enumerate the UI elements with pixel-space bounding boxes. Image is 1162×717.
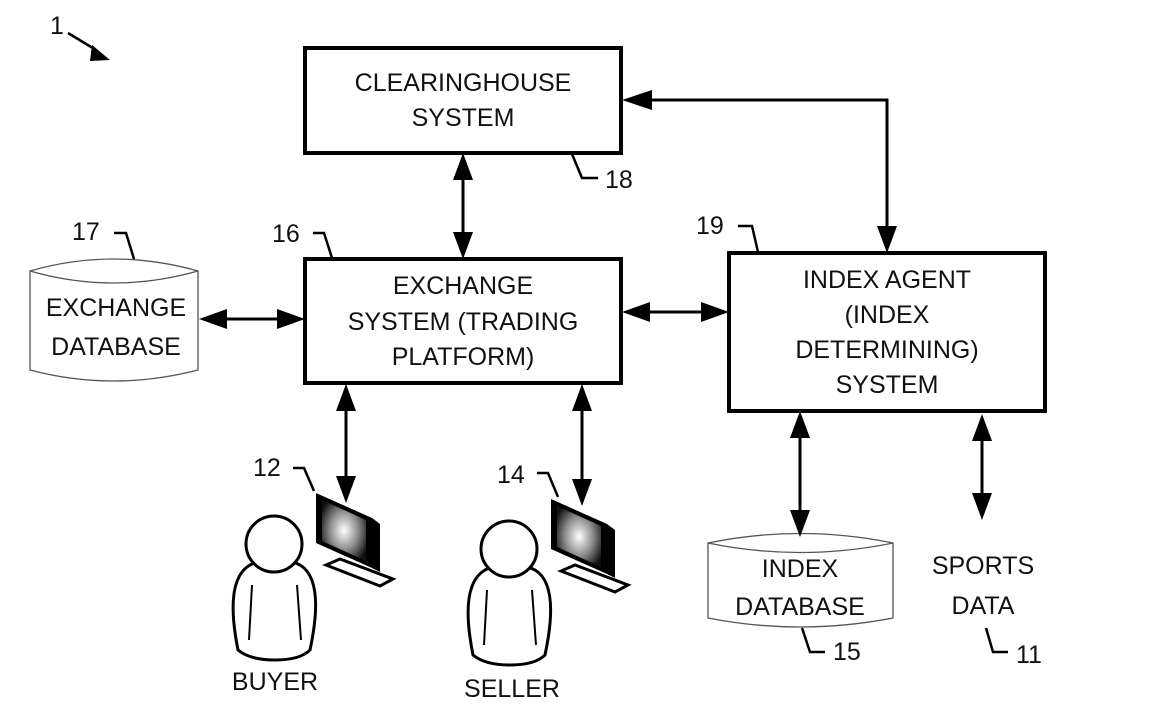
buyer-terminal-ref-leader	[293, 466, 316, 492]
exchange-system-label-line2: SYSTEM (TRADING	[348, 308, 579, 336]
buyer-label: BUYER	[232, 668, 318, 696]
sports-data-label-line1: SPORTS	[932, 552, 1034, 580]
index-database-top-curve	[707, 542, 894, 554]
exchange-system-label-line1: EXCHANGE	[393, 272, 533, 300]
arrow-exchange-index-agent	[622, 302, 729, 322]
exchange-database-ref: 17	[72, 218, 100, 246]
index-agent-label-line4: SYSTEM	[836, 371, 939, 399]
index-agent-label-line3: DETERMINING)	[795, 336, 978, 364]
clearinghouse-system-node: CLEARINGHOUSE SYSTEM	[303, 46, 623, 155]
figure-ref-arrowhead	[90, 45, 110, 61]
exchange-system-ref-leader	[313, 231, 334, 259]
arrow-exchange-database-exchange	[199, 309, 305, 329]
index-agent-ref-leader	[738, 224, 760, 253]
exchange-database-label-line2: DATABASE	[51, 333, 181, 361]
sports-data-label-line2: DATA	[952, 592, 1015, 620]
index-agent-label-line1: INDEX AGENT	[803, 266, 971, 294]
clearinghouse-box	[303, 46, 623, 155]
index-database-node: INDEX DATABASE	[707, 532, 894, 628]
arrow-index-agent-sports-data	[972, 414, 992, 520]
exchange-system-node: EXCHANGE SYSTEM (TRADING PLATFORM)	[303, 257, 623, 385]
clearinghouse-label-line2: SYSTEM	[412, 104, 515, 132]
exchange-database-node: EXCHANGE DATABASE	[29, 258, 199, 382]
buyer-terminal-ref: 12	[253, 454, 281, 482]
buyer-terminal-icon	[316, 493, 397, 588]
arrow-clearinghouse-exchange	[453, 153, 473, 259]
seller-terminal-ref: 14	[497, 461, 525, 489]
index-database-ref: 15	[833, 638, 861, 666]
clearinghouse-label-line1: CLEARINGHOUSE	[355, 69, 572, 97]
arrow-index-agent-index-database	[790, 411, 810, 537]
figure-ref: 1	[50, 12, 64, 40]
clearinghouse-ref-leader	[570, 153, 598, 180]
index-agent-ref: 19	[696, 212, 724, 240]
exchange-system-box	[303, 257, 623, 385]
exchange-database-top-curve	[29, 270, 199, 284]
index-database-ref-leader	[800, 627, 825, 654]
index-database-label-line2: DATABASE	[735, 593, 865, 621]
arrow-clearinghouse-index-agent	[622, 90, 897, 253]
index-database-label-line1: INDEX	[762, 555, 839, 583]
clearinghouse-ref: 18	[605, 166, 633, 194]
seller-label: SELLER	[464, 675, 560, 703]
exchange-database-ref-leader	[114, 231, 136, 260]
arrow-exchange-buyer	[336, 384, 356, 503]
index-agent-node: INDEX AGENT (INDEX DETERMINING) SYSTEM	[727, 251, 1047, 413]
exchange-database-cylinder	[29, 258, 199, 382]
figure-ref-leader	[67, 31, 97, 52]
exchange-database-label-line1: EXCHANGE	[46, 294, 186, 322]
buyer-person-icon	[231, 514, 318, 662]
index-database-cylinder	[707, 532, 894, 628]
index-agent-box	[727, 251, 1047, 413]
seller-terminal-ref-leader	[537, 471, 560, 498]
exchange-system-ref: 16	[272, 220, 300, 248]
sports-data-ref: 11	[1016, 641, 1042, 669]
index-agent-label-line2: (INDEX	[845, 301, 930, 329]
sports-data-node: SPORTS DATA	[932, 552, 1034, 620]
seller-person-icon	[466, 519, 553, 667]
seller-terminal-icon	[551, 499, 632, 594]
sports-data-ref-leader	[984, 627, 1008, 654]
arrow-exchange-seller	[572, 384, 592, 506]
exchange-system-label-line3: PLATFORM)	[392, 343, 535, 371]
